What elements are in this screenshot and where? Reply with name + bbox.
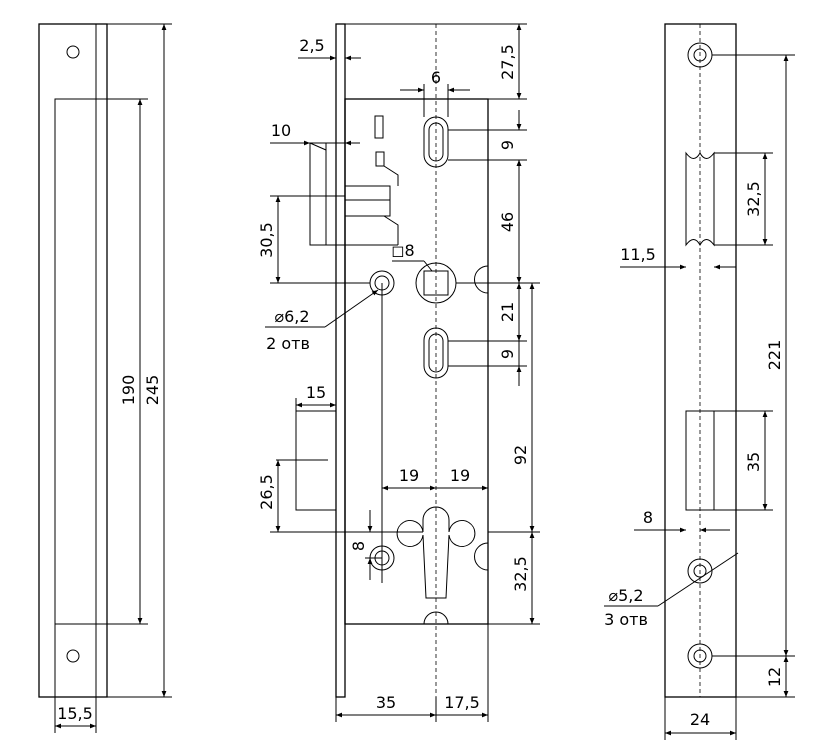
mounting-hole-top <box>66 45 80 59</box>
strike-dim-221: 221 <box>765 340 784 371</box>
dim-17-5: 17,5 <box>444 693 480 712</box>
dim-square-8: ◻8 <box>391 241 414 260</box>
dim-9-top: 9 <box>498 140 517 150</box>
strike-dim-35: 35 <box>744 452 763 472</box>
dim-hole-count: 2 отв <box>266 334 310 353</box>
strike-dim-24: 24 <box>690 710 710 729</box>
strike-plate-view: 32,5 11,5 221 35 8 ⌀5,2 3 отв 12 24 <box>604 23 795 740</box>
strike-dim-hole-5-2: ⌀5,2 <box>608 586 643 605</box>
dim-19-right: 19 <box>450 466 470 485</box>
strike-dim-8: 8 <box>643 508 653 527</box>
dim-10: 10 <box>271 121 291 140</box>
dim-2-5: 2,5 <box>299 36 324 55</box>
dim-15: 15 <box>306 383 326 402</box>
dim-15-5: 15,5 <box>57 704 93 723</box>
side-view-faceplate: 245 190 15,5 <box>38 23 172 733</box>
dim-46: 46 <box>498 212 517 232</box>
dim-35-bottom: 35 <box>376 693 396 712</box>
dim-190: 190 <box>119 375 138 406</box>
dim-21: 21 <box>498 302 517 322</box>
dim-32-5: 32,5 <box>511 556 530 592</box>
dim-245: 245 <box>143 375 162 406</box>
dim-19-left: 19 <box>399 466 419 485</box>
dim-8: 8 <box>349 541 368 551</box>
strike-dim-32-5: 32,5 <box>744 181 763 217</box>
dim-6: 6 <box>431 68 441 87</box>
strike-dim-11-5: 11,5 <box>620 245 656 264</box>
dim-92: 92 <box>511 445 530 465</box>
strike-dim-12: 12 <box>765 667 784 687</box>
dim-9-bottom: 9 <box>498 349 517 359</box>
dim-hole-6-2: ⌀6,2 <box>274 307 309 326</box>
dim-27-5: 27,5 <box>498 44 517 80</box>
dim-30-5: 30,5 <box>257 222 276 258</box>
front-view-lock-body: 2,5 27,5 6 10 9 46 30,5 ◻8 <box>257 23 540 722</box>
dim-26-5: 26,5 <box>257 474 276 510</box>
mounting-hole-bottom <box>66 649 80 663</box>
strike-dim-hole-count: 3 отв <box>604 610 648 629</box>
